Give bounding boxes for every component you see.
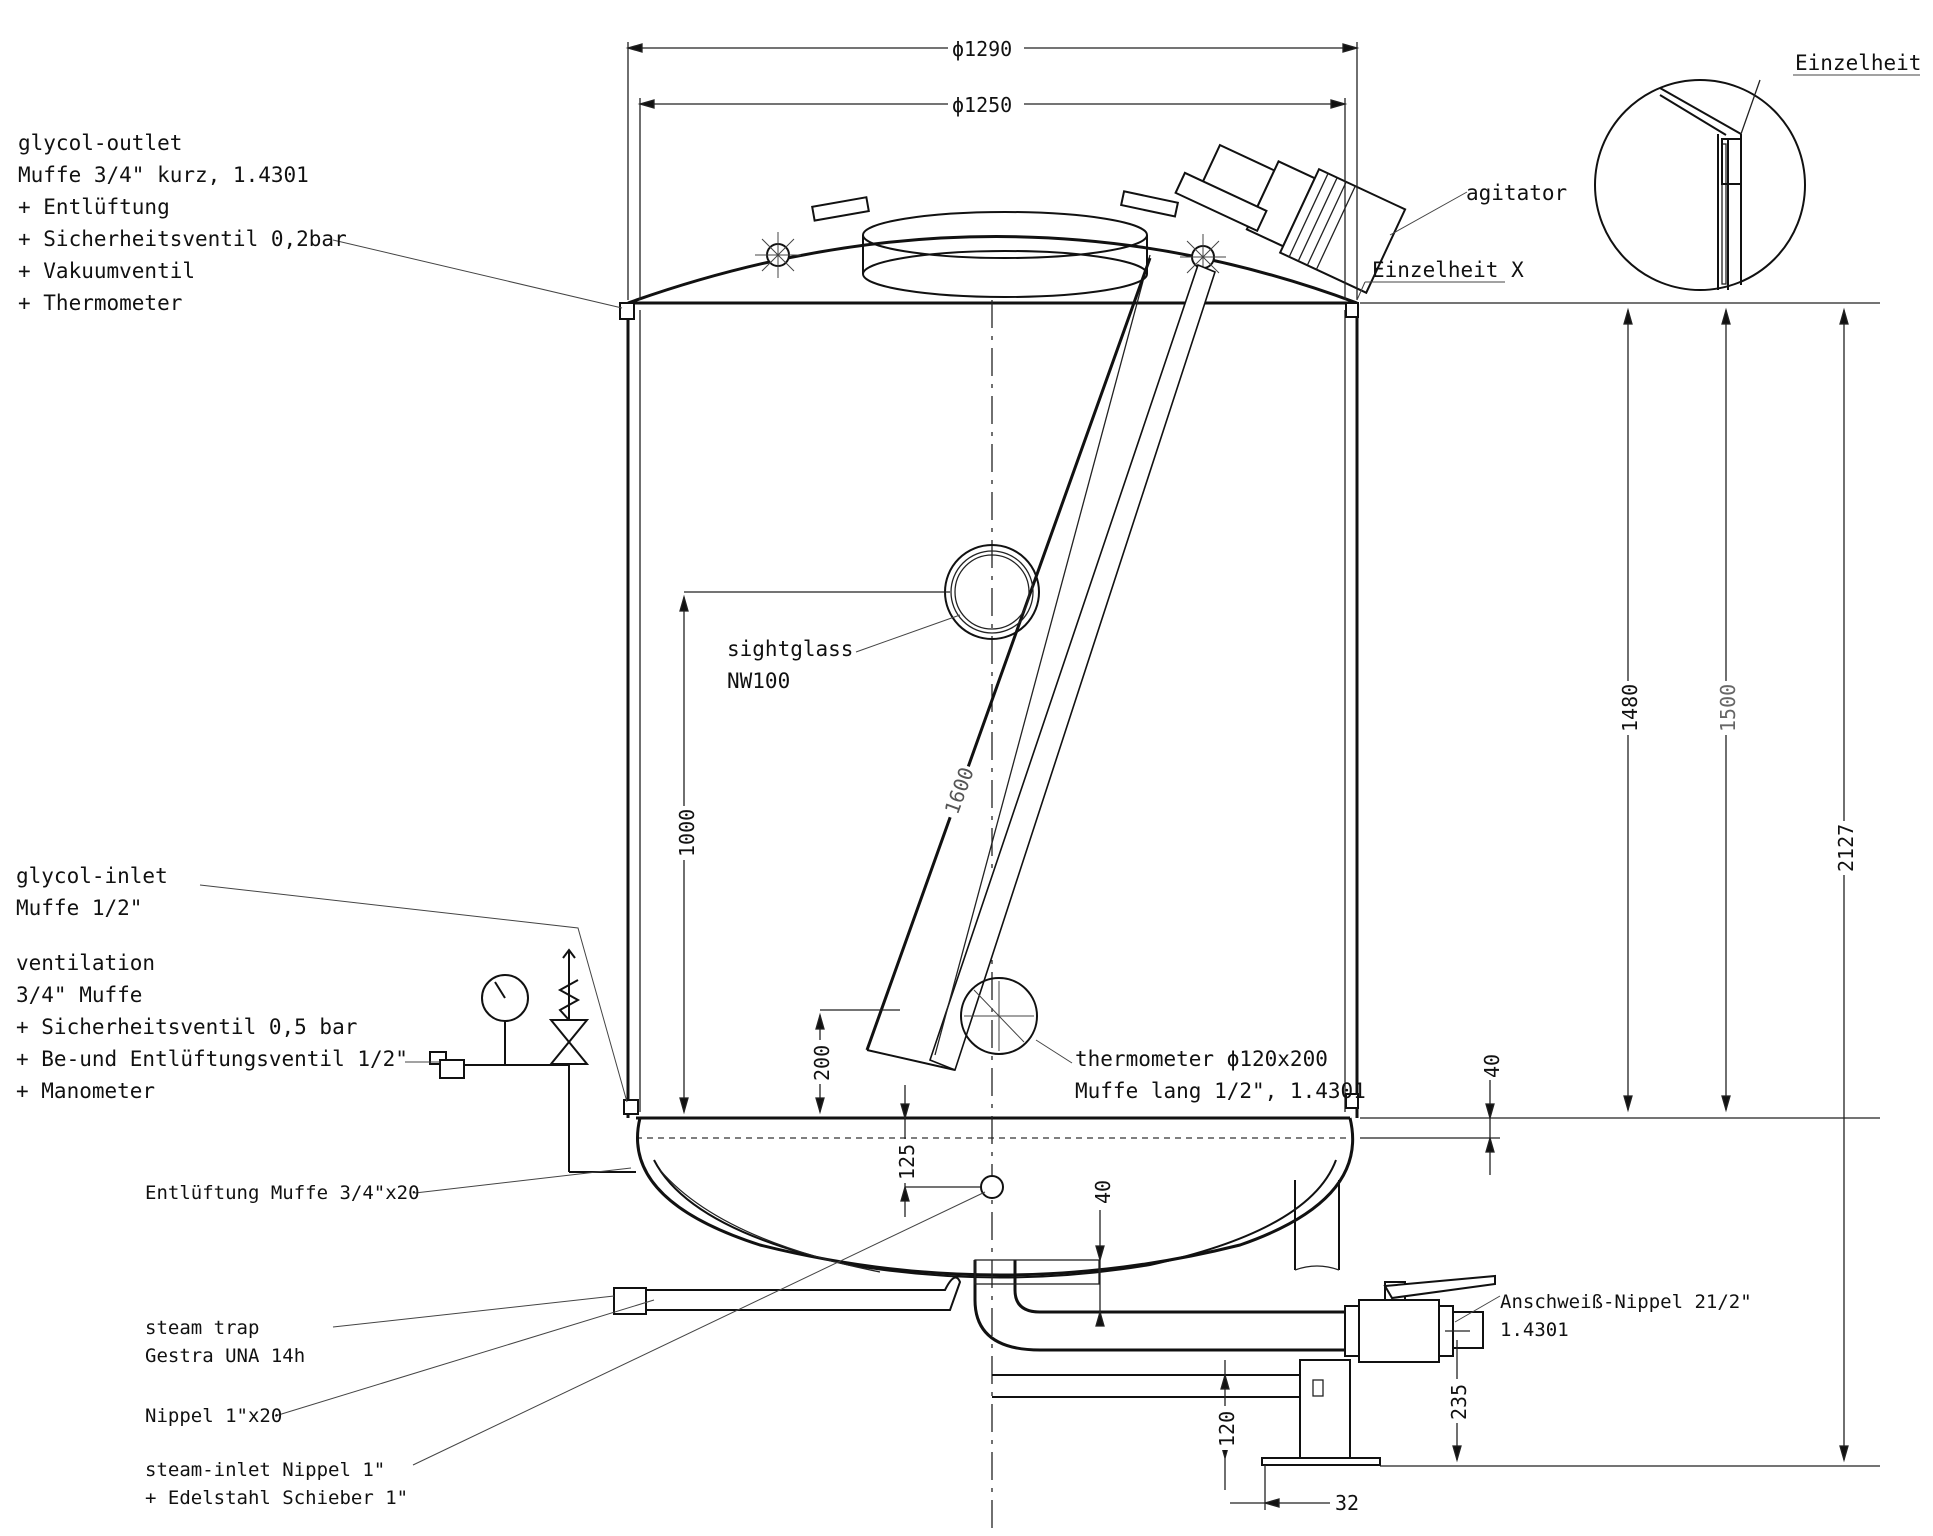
entlueftung-label: Entlüftung Muffe 3/4"x20 <box>145 1182 420 1204</box>
thermometer-label: thermometer ϕ120x200 Muffe lang 1/2", 1.… <box>1075 1047 1366 1103</box>
glycol-outlet-label: glycol-outlet Muffe 3/4" kurz, 1.4301 + … <box>18 131 359 315</box>
einzelheit-x-label: Einzelheit X <box>1372 258 1524 282</box>
dim-1000: 1000 <box>675 809 699 857</box>
anschweiss-label: Anschweiß-Nippel 21/2" 1.4301 <box>1500 1291 1763 1341</box>
leg-support <box>992 1359 1381 1466</box>
cleaning-nozzle-left <box>755 196 870 278</box>
steam-inlet-nozzle <box>980 1175 1004 1199</box>
dim-120: 120 <box>1215 1411 1239 1447</box>
glycol-inlet-label: glycol-inlet Muffe 1/2" <box>16 864 180 920</box>
sightglass-label: sightglass NW100 <box>727 637 866 693</box>
thermometer-gauge <box>960 977 1038 1055</box>
dim-40-right: 40 <box>1480 1054 1504 1078</box>
tank-body <box>619 235 1359 1535</box>
agitator-label: agitator <box>1466 181 1567 205</box>
dimension-text: ϕ1290 ϕ1250 1480 1500 2127 1000 200 125 … <box>674 35 1859 1515</box>
dim-1480: 1480 <box>1618 684 1642 732</box>
einzelheit-x-detail-label: Einzelheit X <box>1795 51 1933 75</box>
dim-40-bottom: 40 <box>1091 1180 1115 1204</box>
dim-d1290: ϕ1290 <box>952 37 1012 61</box>
outlet-piping <box>973 1180 1496 1363</box>
dim-235: 235 <box>1447 1384 1471 1420</box>
leader-lines <box>199 74 1920 1466</box>
nippel-label: Nippel 1"x20 <box>145 1405 282 1427</box>
dim-2127: 2127 <box>1834 824 1858 872</box>
ventilation-assembly <box>429 948 636 1173</box>
dim-200: 200 <box>810 1045 834 1081</box>
detail-x <box>1594 79 1806 291</box>
dim-1500: 1500 <box>1716 684 1740 732</box>
steam-trap-label: steam trap Gestra UNA 14h <box>145 1317 305 1367</box>
dim-125: 125 <box>895 1144 919 1180</box>
steam-inlet-label: steam-inlet Nippel 1" + Edelstahl Schieb… <box>145 1459 408 1509</box>
dim-32: 32 <box>1335 1491 1359 1515</box>
agitator-assembly <box>865 143 1407 1072</box>
labels: glycol-outlet Muffe 3/4" kurz, 1.4301 + … <box>16 51 1933 1509</box>
cleaning-nozzle-right <box>1119 190 1226 280</box>
manhole <box>862 211 1148 298</box>
ventilation-label: ventilation 3/4" Muffe + Sicherheitsvent… <box>16 951 421 1103</box>
steam-trap <box>613 1276 962 1315</box>
dim-d1250: ϕ1250 <box>952 93 1012 117</box>
